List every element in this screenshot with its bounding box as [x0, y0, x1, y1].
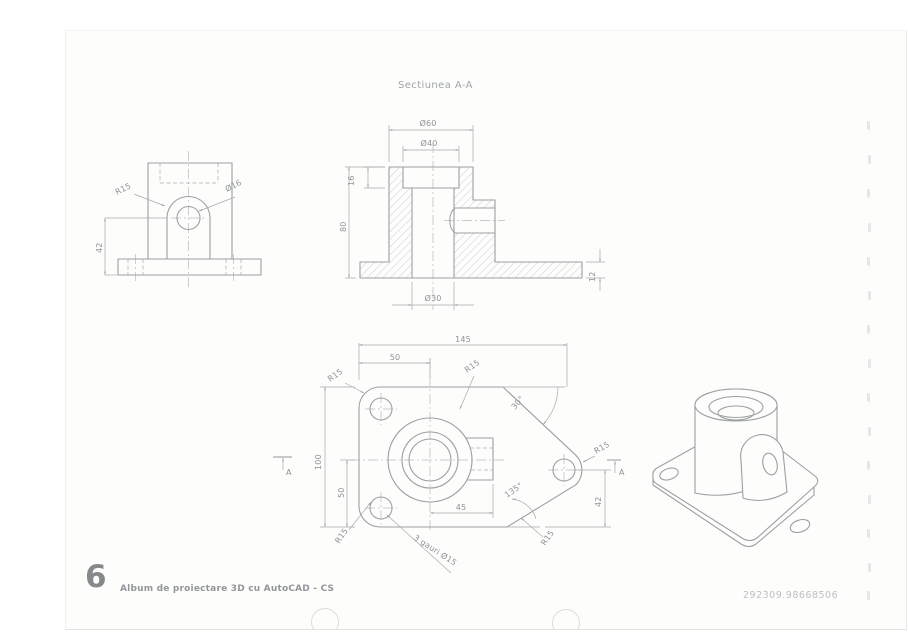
book-title: Album de proiectare 3D cu AutoCAD - CS — [120, 584, 335, 594]
dim-label-r15-right: R15 — [593, 440, 612, 456]
dim-label-42: 42 — [95, 242, 104, 253]
section-hatching — [360, 167, 582, 278]
section-view-drawing: Ø60 Ø40 16 80 12 Ø30 — [340, 118, 605, 310]
dim-label-holes-note: 3 gauri Ø15 — [412, 532, 459, 567]
isometric-view-drawing — [652, 388, 819, 548]
dim-label-r15-bottomright: R15 — [539, 529, 556, 548]
plan-section-cut-markers: A A — [273, 456, 625, 477]
watermark-code: 292309.98668506 — [743, 590, 839, 601]
iso-side-lug — [740, 434, 788, 501]
front-view-centerlines — [135, 151, 234, 288]
section-dimensions — [345, 125, 605, 310]
punch-hole-left — [311, 608, 339, 629]
dim-label-r15-top: R15 — [463, 358, 482, 375]
dim-label-135deg: 135° — [503, 481, 525, 500]
dim-label-145: 145 — [455, 335, 471, 344]
section-outline — [359, 166, 583, 279]
section-view-title: Sectiunea A-A — [398, 80, 473, 91]
dim-label-d16: Ø16 — [223, 177, 243, 194]
dim-label-50-top: 50 — [390, 353, 401, 362]
section-marker-a-right: A — [619, 468, 625, 477]
dim-label-d60: Ø60 — [419, 118, 436, 128]
dim-label-100: 100 — [314, 454, 323, 470]
dim-label-d30: Ø30 — [424, 293, 441, 303]
front-view-hidden-lines — [127, 163, 242, 275]
front-view-dimensions — [104, 193, 236, 276]
dim-label-80: 80 — [340, 221, 348, 232]
dim-label-16: 16 — [347, 175, 356, 186]
dim-label-r15-bottomleft: R15 — [333, 527, 350, 546]
punch-hole-right — [552, 609, 580, 629]
dim-label-12: 12 — [588, 271, 597, 282]
dim-label-30deg: 30° — [510, 394, 526, 411]
dim-label-42-plan: 42 — [594, 496, 603, 507]
page-number: 6 — [85, 559, 107, 595]
plan-view-drawing: A A 145 50 R15 R15 30° 100 50 45 135° 42… — [273, 335, 625, 574]
dim-label-d40: Ø40 — [420, 138, 437, 148]
plan-hidden-lines — [470, 447, 493, 471]
plan-outline — [358, 386, 583, 528]
plan-dimensions — [320, 343, 611, 574]
front-view-drawing: 42 R15 Ø16 — [95, 151, 262, 288]
dim-label-r15: R15 — [114, 181, 133, 196]
dim-label-50-vert: 50 — [337, 487, 346, 498]
dim-label-r15-topleft: R15 — [326, 367, 345, 384]
dim-label-45: 45 — [456, 503, 467, 512]
front-view-outline — [117, 162, 262, 276]
section-marker-a-left: A — [286, 468, 292, 477]
